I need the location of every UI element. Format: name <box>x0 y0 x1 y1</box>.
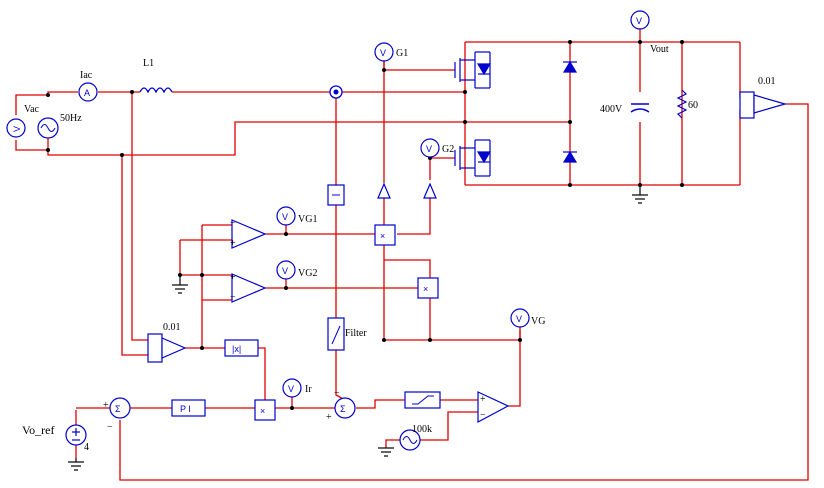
sum-1-symbol: Σ <box>115 404 121 414</box>
sum2-plus: + <box>326 412 332 423</box>
vg-label: VG <box>531 316 545 327</box>
cmp1-plus: + <box>230 238 236 249</box>
abs-block: |x| <box>224 339 259 357</box>
capacitor-icon <box>630 103 650 113</box>
sum2-minus: − <box>334 388 340 399</box>
vg2-cmp-label: VG2 <box>298 268 317 279</box>
filter-block-icon <box>327 317 345 351</box>
vg1-cmp-label: VG1 <box>298 214 317 225</box>
vg2-cmp-voltmeter-symbol: V <box>282 266 288 276</box>
comparator-2-icon <box>231 273 267 303</box>
vout-voltmeter-icon: V <box>630 10 650 30</box>
vg1-voltmeter-symbol: V <box>380 48 386 58</box>
gain-in-label: 0.01 <box>163 322 181 333</box>
iac-label: Iac <box>80 70 93 81</box>
pwm-comparator-icon <box>477 391 510 423</box>
gate-buffer-1-icon <box>377 182 391 199</box>
node-dots <box>46 40 684 410</box>
vac-label: Vac <box>24 104 40 115</box>
limiter-icon <box>404 391 441 409</box>
summer-1-icon: Σ <box>109 397 131 419</box>
dc-source-icon <box>65 424 87 446</box>
pwm-minus: − <box>480 410 486 421</box>
multiplier-2-icon: × <box>417 277 439 299</box>
ground-2-icon <box>172 275 188 294</box>
vo-ref-label: Vo_ref <box>22 423 54 437</box>
ammeter-symbol: A <box>84 88 90 98</box>
vg2-cmp-voltmeter-icon: V <box>276 260 296 280</box>
cmp1-minus: − <box>230 218 236 229</box>
r60-label: 60 <box>688 100 698 111</box>
ir-voltmeter-icon: V <box>282 378 302 398</box>
diode-top-icon <box>562 60 578 73</box>
ir-label: Ir <box>305 384 312 395</box>
vout-voltmeter-symbol: V <box>636 16 642 26</box>
pi-label: P I <box>180 404 191 414</box>
sum1-minus: − <box>107 422 113 433</box>
vg1-cmp-voltmeter-symbol: V <box>282 212 288 222</box>
cmp2-minus: − <box>230 292 236 303</box>
diode-bottom-icon <box>562 150 578 163</box>
resistor-icon <box>676 89 688 119</box>
ac-source-icon <box>37 117 59 139</box>
vg1-label: G1 <box>396 48 408 59</box>
vg-voltmeter-icon: V <box>510 308 530 328</box>
mult-3-symbol: × <box>260 406 265 416</box>
multiplier-3-icon: × <box>254 399 276 421</box>
ground-3-icon <box>68 458 84 471</box>
pi-block: P I <box>171 399 206 417</box>
gain-out-label: 0.01 <box>758 76 776 87</box>
vg1-voltmeter-icon: V <box>374 42 394 62</box>
comparator-1-icon <box>231 219 267 249</box>
src4-label: 4 <box>84 442 89 453</box>
mult-2-symbol: × <box>423 284 428 294</box>
ir-voltmeter-symbol: V <box>288 384 294 394</box>
l1-label: L1 <box>143 58 154 69</box>
multiplier-1-icon: × <box>374 224 396 246</box>
iac-ammeter-icon: A <box>78 82 98 102</box>
gate-buffer-2-icon <box>423 182 437 199</box>
ground-icon <box>632 185 648 204</box>
triangle-source-icon <box>399 429 421 451</box>
wires <box>15 25 809 481</box>
mosfet-bottom-icon <box>454 139 492 177</box>
filter-label: Filter <box>345 328 367 339</box>
input-gain-icon <box>147 333 187 363</box>
inductor-icon <box>139 87 173 94</box>
pwm-plus: + <box>480 394 486 405</box>
vg2-voltmeter-symbol: V <box>426 144 432 154</box>
vg1-cmp-voltmeter-icon: V <box>276 206 296 226</box>
output-gain-icon <box>739 91 788 119</box>
mosfet-top-icon <box>454 51 492 89</box>
v400-label: 400V <box>600 104 623 115</box>
vac-voltmeter-symbol: V <box>12 126 22 132</box>
mult-1-symbol: × <box>380 231 385 241</box>
cmp2-plus: + <box>230 272 236 283</box>
tri100k-label: 100k <box>412 424 432 435</box>
vout-label: Vout <box>650 44 669 55</box>
abs-label: |x| <box>232 344 241 354</box>
vg2-voltmeter-icon: V <box>420 138 440 158</box>
ground-4-icon <box>378 447 394 457</box>
hz-label: 50Hz <box>60 113 82 124</box>
sum-2-symbol: Σ <box>340 404 346 414</box>
current-scale-block <box>327 184 345 206</box>
vac-voltmeter-icon: V <box>6 118 26 138</box>
vg-voltmeter-symbol: V <box>516 314 522 324</box>
sum1-plus: + <box>103 400 109 411</box>
summer-2-icon: Σ <box>334 397 356 419</box>
current-sensor-icon <box>329 85 343 99</box>
vg2-label: G2 <box>442 144 454 155</box>
